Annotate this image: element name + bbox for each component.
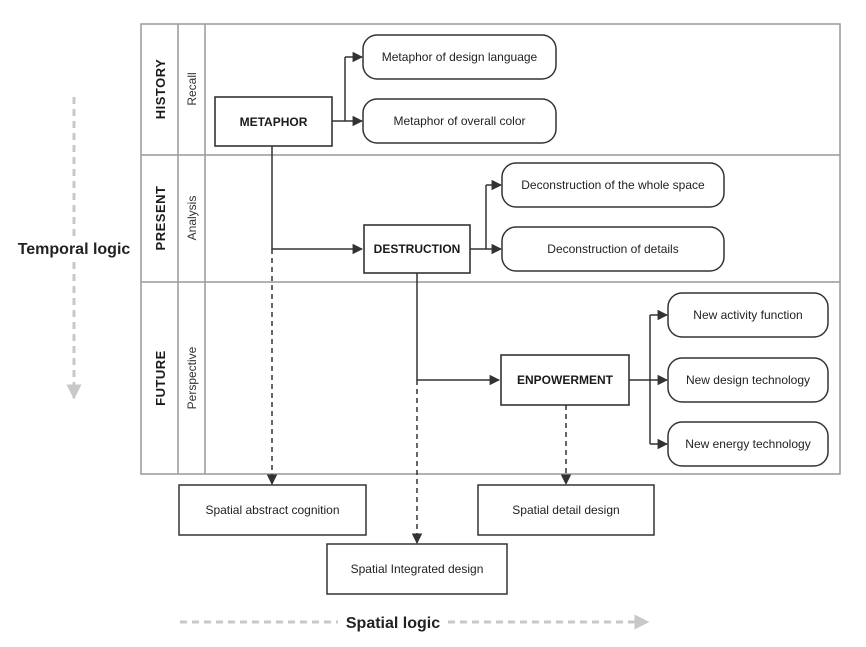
svg-text:Spatial abstract cognition: Spatial abstract cognition (205, 503, 339, 517)
row-label-present: PRESENT (153, 186, 168, 251)
branch-new-energy-technology: New energy technology (667, 421, 829, 467)
branch-new-design-technology: New design technology (667, 357, 829, 403)
temporal-logic-axis: Temporal logic (18, 97, 131, 400)
row-label-history: HISTORY (153, 59, 168, 120)
stage-metaphor-box: METAPHOR (214, 96, 333, 147)
branch-metaphor-overall-color: Metaphor of overall color (362, 98, 557, 144)
svg-text:Deconstruction of details: Deconstruction of details (547, 242, 678, 256)
timeline-grid (140, 23, 841, 475)
svg-text:Metaphor of overall color: Metaphor of overall color (393, 114, 525, 128)
svg-text:Spatial detail design: Spatial detail design (512, 503, 619, 517)
output-spatial-abstract-cognition: Spatial abstract cognition (178, 484, 367, 536)
output-spatial-detail-design: Spatial detail design (477, 484, 655, 536)
row-sublabel-analysis: Analysis (185, 196, 199, 241)
spatial-logic-label: Spatial logic (346, 615, 440, 632)
output-spatial-integrated-design: Spatial Integrated design (326, 543, 508, 595)
svg-text:Metaphor of design language: Metaphor of design language (382, 50, 538, 64)
svg-text:New design technology: New design technology (686, 373, 810, 387)
svg-text:New energy technology: New energy technology (685, 437, 810, 451)
temporal-logic-label: Temporal logic (18, 241, 131, 258)
dashed-connectors (266, 249, 572, 545)
stage-empowerment-label: ENPOWERMENT (517, 373, 614, 387)
branch-deconstruction-whole-space: Deconstruction of the whole space (501, 162, 725, 208)
stage-empowerment-box: ENPOWERMENT (500, 354, 630, 406)
spatial-logic-axis: Spatial logic (180, 614, 650, 632)
branch-deconstruction-details: Deconstruction of details (501, 226, 725, 272)
branch-metaphor-design-language: Metaphor of design language (362, 34, 557, 80)
row-sublabel-perspective: Perspective (185, 346, 199, 409)
row-label-future: FUTURE (153, 350, 168, 406)
stage-destruction-label: DESTRUCTION (374, 242, 461, 256)
stage-destruction-box: DESTRUCTION (363, 224, 471, 274)
row-sublabel-recall: Recall (185, 72, 199, 105)
stage-metaphor-label: METAPHOR (240, 115, 308, 129)
branch-new-activity-function: New activity function (667, 292, 829, 338)
svg-text:Spatial Integrated design: Spatial Integrated design (351, 562, 484, 576)
svg-text:Deconstruction of the whole sp: Deconstruction of the whole space (521, 178, 705, 192)
svg-text:New activity function: New activity function (693, 308, 802, 322)
